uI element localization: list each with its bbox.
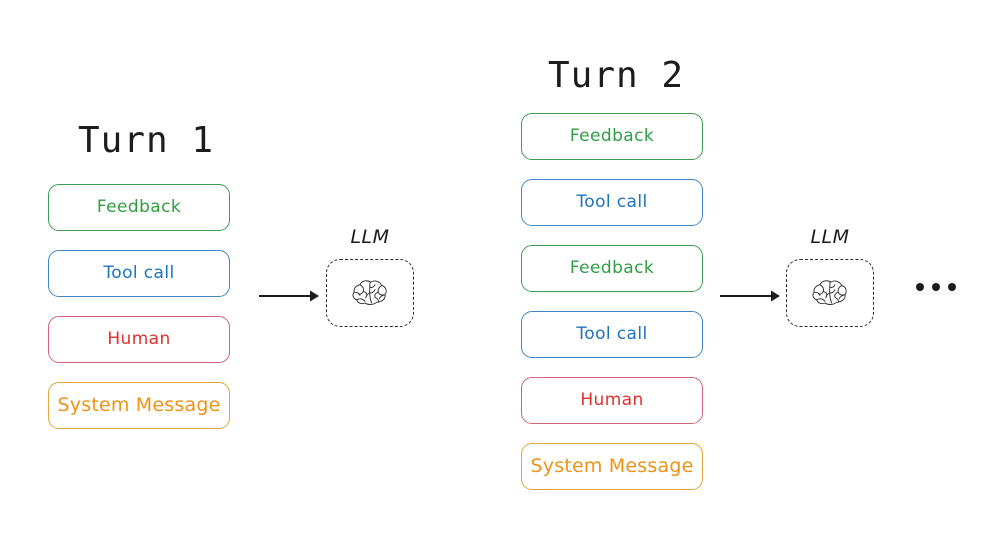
message-label: Human [580, 390, 644, 410]
ellipsis-dot [932, 283, 940, 291]
message-label: Feedback [569, 126, 655, 146]
turn-2-title: Turn 2 [548, 55, 685, 96]
message-label: Human [107, 329, 171, 349]
llm-box [326, 259, 414, 327]
ellipsis-dot [916, 283, 924, 291]
brain-icon [812, 280, 847, 305]
turn-1-title: Turn 1 [78, 120, 215, 161]
message-box-system-message: System Message [48, 382, 230, 429]
message-box-tool-call: Tool call [48, 250, 230, 297]
turn-1-message-stack: Feedback Tool call Human System Message [48, 184, 230, 429]
message-box-human: Human [48, 316, 230, 363]
turn-2-message-stack: Feedback Tool call Feedback Tool call Hu… [521, 113, 703, 490]
message-label: Tool call [576, 192, 648, 212]
arrow-to-llm-icon [720, 290, 780, 302]
message-box-system-message: System Message [521, 443, 703, 490]
ellipsis-dot [948, 283, 956, 291]
message-label: Feedback [569, 258, 655, 278]
message-box-human: Human [521, 377, 703, 424]
brain-icon [352, 280, 387, 305]
message-box-feedback: Feedback [48, 184, 230, 231]
message-label: Tool call [103, 263, 175, 283]
message-label: Feedback [96, 197, 182, 217]
llm-label: LLM [810, 226, 850, 248]
llm-label: LLM [350, 226, 390, 248]
turn-1-llm-group: LLM [326, 228, 414, 327]
message-box-tool-call: Tool call [521, 311, 703, 358]
message-box-feedback: Feedback [521, 113, 703, 160]
turn-2-llm-group: LLM [786, 228, 874, 327]
message-label: System Message [57, 394, 221, 416]
arrow-to-llm-icon [259, 290, 319, 302]
message-label: Tool call [576, 324, 648, 344]
llm-box [786, 259, 874, 327]
continuation-ellipsis [916, 283, 956, 291]
message-box-tool-call: Tool call [521, 179, 703, 226]
message-label: System Message [530, 455, 694, 477]
message-box-feedback: Feedback [521, 245, 703, 292]
